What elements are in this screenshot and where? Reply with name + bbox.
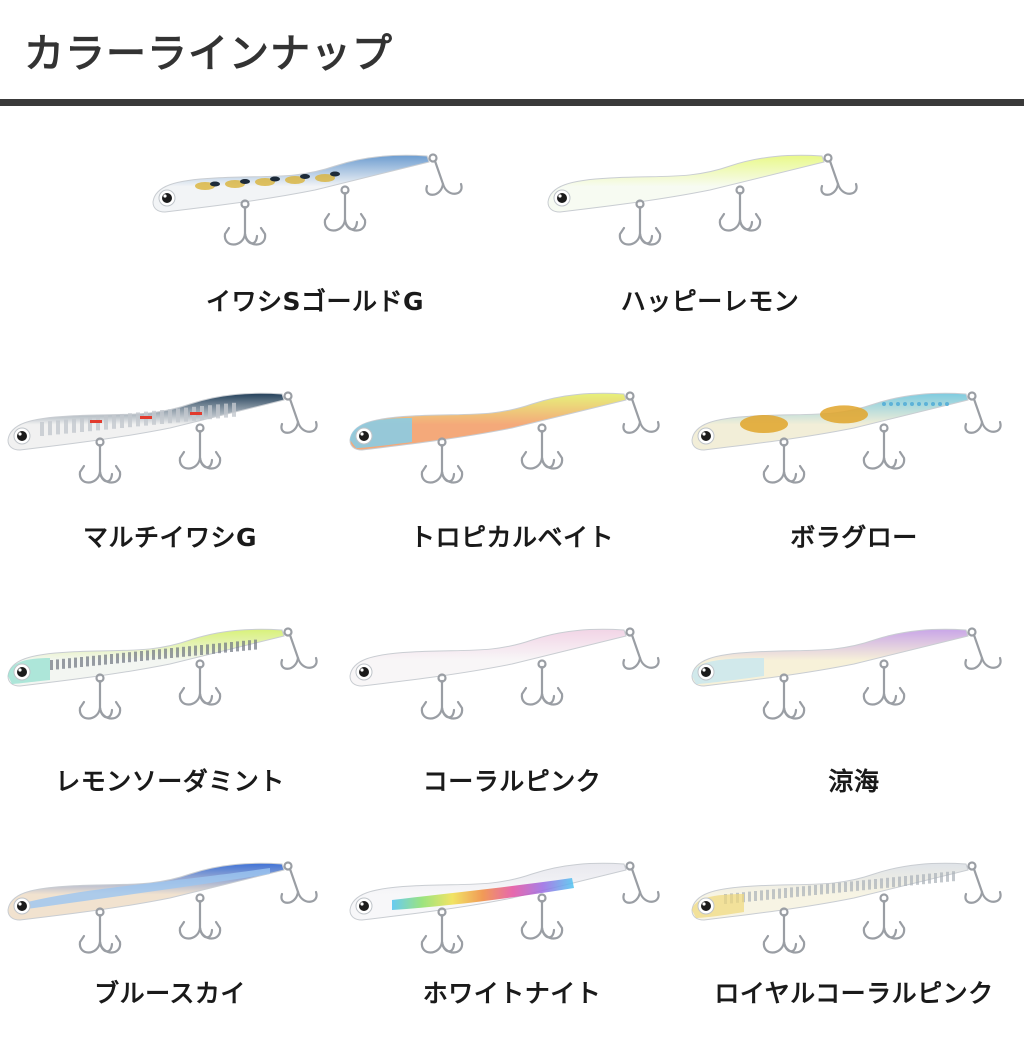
lure-eye-icon: [697, 427, 715, 445]
color-card[interactable]: 涼海: [684, 614, 1024, 804]
color-name: ロイヤルコーラルピンク: [714, 979, 994, 1008]
lure-eye-icon: [553, 189, 571, 207]
tail-hook-icon: [280, 861, 318, 904]
lure-eye-icon: [158, 189, 176, 207]
lure-image: [349, 861, 660, 954]
lure-eye-icon: [355, 663, 373, 681]
treble-hook-icon: [862, 659, 906, 706]
tail-hook-icon: [280, 627, 318, 670]
treble-hook-icon: [862, 893, 906, 940]
lure-image: [691, 627, 1002, 720]
treble-hook-icon: [520, 423, 564, 470]
tail-hook-icon: [622, 861, 660, 904]
lure-image: [691, 391, 1002, 484]
treble-hook-icon: [762, 673, 806, 720]
lure-eye-icon: [355, 897, 373, 915]
lure-image: [7, 627, 318, 720]
treble-hook-icon: [520, 659, 564, 706]
color-name: レモンソーダミント: [55, 767, 285, 796]
lure-eye-icon: [697, 663, 715, 681]
tail-hook-icon: [425, 153, 463, 196]
treble-hook-icon: [618, 199, 662, 246]
treble-hook-icon: [178, 659, 222, 706]
color-card[interactable]: ロイヤルコーラルピンク: [684, 848, 1024, 1038]
treble-hook-icon: [762, 907, 806, 954]
tail-hook-icon: [280, 391, 318, 434]
color-card[interactable]: イワシSゴールドG: [145, 140, 485, 330]
lure-body: [349, 392, 627, 451]
lure-image: [349, 391, 660, 484]
treble-hook-icon: [420, 437, 464, 484]
color-name: ブルースカイ: [94, 979, 246, 1008]
color-name: ボラグロー: [790, 523, 918, 552]
treble-hook-icon: [78, 907, 122, 954]
treble-hook-icon: [178, 893, 222, 940]
color-name: トロピカルベイト: [409, 523, 614, 552]
treble-hook-icon: [223, 199, 267, 246]
lure-eye-icon: [355, 427, 373, 445]
treble-hook-icon: [718, 185, 762, 232]
tail-hook-icon: [964, 391, 1002, 434]
tail-hook-icon: [622, 391, 660, 434]
color-card[interactable]: コーラルピンク: [342, 614, 682, 804]
tail-hook-icon: [820, 153, 858, 196]
tail-hook-icon: [622, 627, 660, 670]
color-card[interactable]: ホワイトナイト: [342, 848, 682, 1038]
lure-image: [691, 861, 1002, 954]
tail-hook-icon: [964, 627, 1002, 670]
color-name: ハッピーレモン: [620, 287, 800, 316]
tail-hook-icon: [964, 861, 1002, 904]
page-header: カラーラインナップ: [0, 0, 1024, 106]
lure-image: [7, 391, 318, 484]
lure-image: [349, 627, 660, 720]
color-card[interactable]: ブルースカイ: [0, 848, 340, 1038]
color-card[interactable]: マルチイワシG: [0, 378, 340, 568]
lure-body: [547, 154, 825, 213]
color-name: 涼海: [828, 767, 880, 796]
treble-hook-icon: [78, 437, 122, 484]
treble-hook-icon: [420, 907, 464, 954]
lure-eye-icon: [13, 427, 31, 445]
lure-image: [547, 153, 858, 246]
color-card[interactable]: レモンソーダミント: [0, 614, 340, 804]
treble-hook-icon: [178, 423, 222, 470]
lure-eye-icon: [13, 663, 31, 681]
treble-hook-icon: [520, 893, 564, 940]
header-divider: [0, 99, 1024, 106]
lure-image: [152, 153, 463, 246]
lure-eye-icon: [697, 897, 715, 915]
lure-eye-icon: [13, 897, 31, 915]
color-card[interactable]: トロピカルベイト: [342, 378, 682, 568]
color-name: イワシSゴールドG: [205, 287, 425, 316]
color-name: ホワイトナイト: [422, 979, 602, 1008]
lure-image: [7, 861, 318, 954]
treble-hook-icon: [78, 673, 122, 720]
color-card[interactable]: ボラグロー: [684, 378, 1024, 568]
treble-hook-icon: [862, 423, 906, 470]
color-name: マルチイワシG: [82, 523, 258, 552]
lure-body: [349, 628, 627, 687]
color-name: コーラルピンク: [422, 767, 602, 796]
page-title: カラーラインナップ: [24, 31, 393, 77]
treble-hook-icon: [762, 437, 806, 484]
treble-hook-icon: [420, 673, 464, 720]
color-card[interactable]: ハッピーレモン: [540, 140, 880, 330]
treble-hook-icon: [323, 185, 367, 232]
